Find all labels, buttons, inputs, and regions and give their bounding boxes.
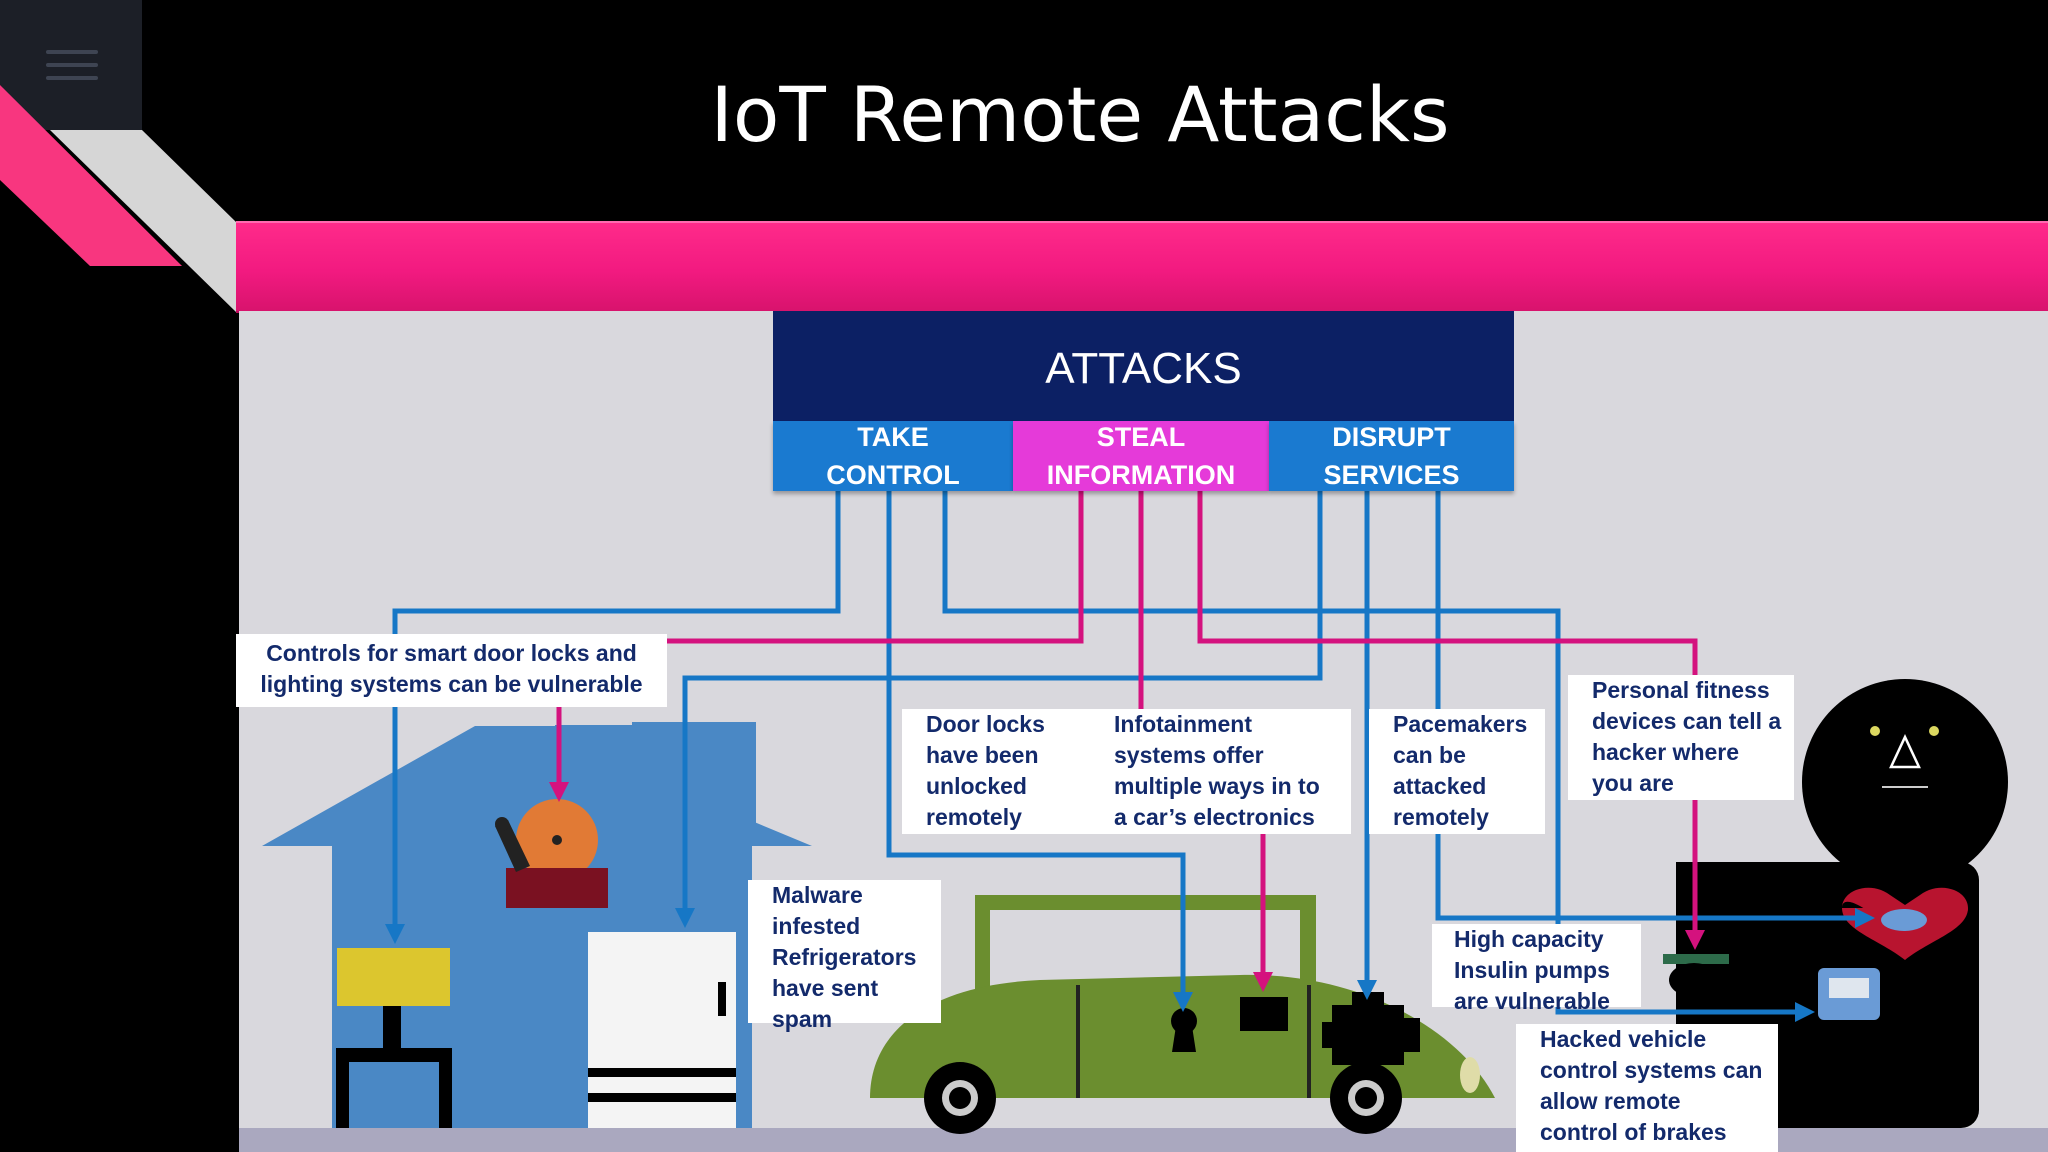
hamburger-icon-bar: [46, 76, 98, 80]
category-line: SERVICES: [1323, 460, 1460, 490]
house-illustration: [262, 722, 812, 1128]
hamburger-icon: [46, 50, 98, 54]
category-line: INFORMATION: [1046, 460, 1236, 490]
label-unlocked: Door locks have been unlocked remotely: [902, 709, 1096, 834]
category-take-control: TAKE CONTROL: [773, 421, 1013, 491]
label-door-locks: Controls for smart door locks and lighti…: [236, 634, 667, 707]
attacks-header: ATTACKS: [773, 311, 1514, 421]
label-fitness: Personal fitness devices can tell a hack…: [1568, 675, 1794, 800]
menu-button[interactable]: [0, 0, 142, 130]
lamp-icon: [337, 948, 450, 1006]
category-disrupt-services: DISRUPT SERVICES: [1269, 421, 1514, 491]
hamburger-icon-bar: [46, 63, 98, 67]
screen-icon: [1240, 997, 1288, 1031]
fitness-tracker-icon: [1663, 954, 1729, 964]
blue-connectors: [385, 491, 1875, 1022]
label-vehicle: Hacked vehicle control systems can allow…: [1516, 1024, 1778, 1152]
label-pacemakers: Pacemakers can be attacked remotely: [1369, 709, 1545, 834]
engine-icon: [1332, 1005, 1404, 1065]
category-line: STEAL: [1096, 422, 1186, 452]
decorative-stripes: [0, 85, 236, 312]
category-line: TAKE: [857, 422, 929, 452]
label-refrigerators: Malware infested Refrigerators have sent…: [748, 880, 941, 1032]
category-line: DISRUPT: [1332, 422, 1451, 452]
category-steal-information: STEAL INFORMATION: [1013, 421, 1269, 491]
category-line: CONTROL: [826, 460, 960, 490]
slide-title: IoT Remote Attacks: [710, 70, 1450, 159]
car-illustration: [870, 895, 1495, 1134]
label-infotainment: Infotainment systems offer multiple ways…: [1090, 709, 1351, 834]
label-insulin: High capacity Insulin pumps are vulnerab…: [1432, 924, 1641, 1014]
